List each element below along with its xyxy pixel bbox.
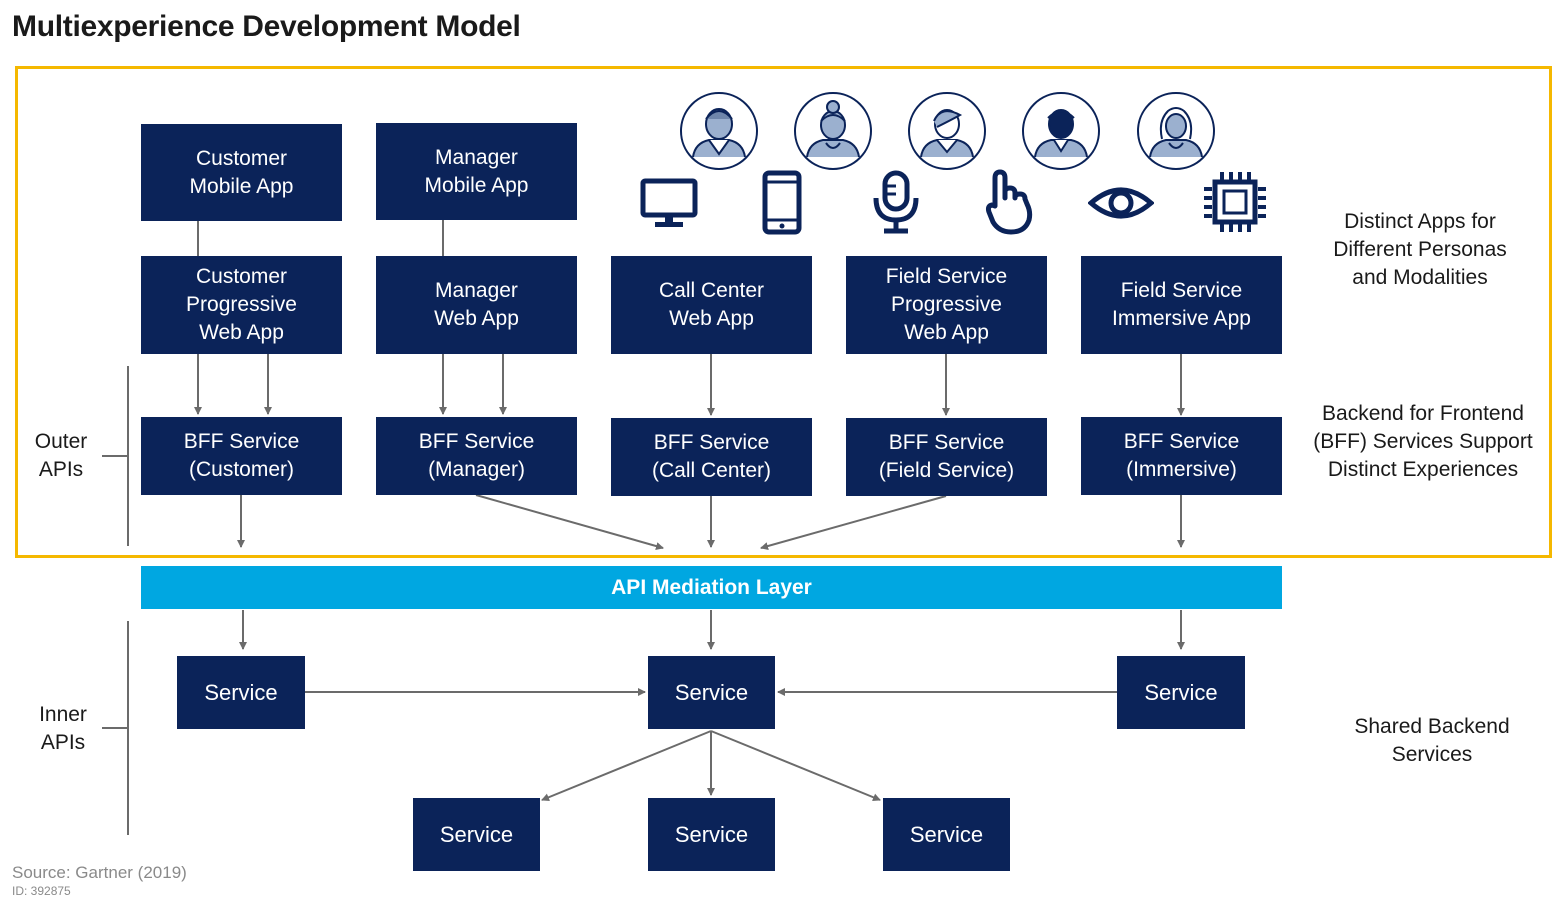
bff-box-manager: BFF Service (Manager) — [376, 417, 577, 495]
app-box-customer-pwa: Customer Progressive Web App — [141, 256, 342, 354]
person-icon — [1137, 92, 1215, 170]
app-box-field-service-immersive: Field Service Immersive App — [1081, 256, 1282, 354]
shared-backend-label: Shared Backend Services — [1354, 715, 1510, 766]
outer-apis-frame — [15, 66, 1552, 558]
touch-icon — [985, 169, 1033, 235]
service-box: Service — [883, 798, 1010, 871]
eye-icon — [1088, 187, 1154, 219]
app-box-manager-web: Manager Web App — [376, 256, 577, 354]
source-note: Source: Gartner (2019) — [12, 863, 187, 882]
api-mediation-layer: API Mediation Layer — [141, 566, 1282, 609]
microphone-icon — [873, 170, 919, 234]
bff-box-call-center: BFF Service (Call Center) — [611, 418, 812, 496]
page-title: Multiexperience Development Model — [12, 10, 521, 43]
bff-box-field-service: BFF Service (Field Service) — [846, 418, 1047, 496]
person-icon — [908, 92, 986, 170]
distinct-apps-label: Distinct Apps for Different Personas and… — [1333, 210, 1507, 289]
person-icon — [1022, 92, 1100, 170]
service-box: Service — [177, 656, 305, 729]
chip-icon — [1204, 172, 1266, 232]
service-box: Service — [1117, 656, 1245, 729]
bff-box-customer: BFF Service (Customer) — [141, 417, 342, 495]
service-box: Service — [648, 656, 775, 729]
monitor-icon — [640, 178, 698, 227]
figure-id: ID: 392875 — [12, 884, 71, 898]
mobile-phone-icon — [762, 170, 802, 235]
person-icon — [680, 92, 758, 170]
bff-support-label: Backend for Frontend (BFF) Services Supp… — [1313, 402, 1533, 481]
app-box-manager-mobile: Manager Mobile App — [376, 123, 577, 220]
app-box-field-service-pwa: Field Service Progressive Web App — [846, 256, 1047, 354]
service-box: Service — [648, 798, 775, 871]
app-box-call-center-web: Call Center Web App — [611, 256, 812, 354]
bff-box-immersive: BFF Service (Immersive) — [1081, 417, 1282, 495]
service-box: Service — [413, 798, 540, 871]
outer-apis-label: Outer APIs — [34, 430, 88, 481]
inner-apis-label: Inner APIs — [39, 703, 87, 754]
app-box-customer-mobile: Customer Mobile App — [141, 124, 342, 221]
person-icon — [794, 92, 872, 170]
